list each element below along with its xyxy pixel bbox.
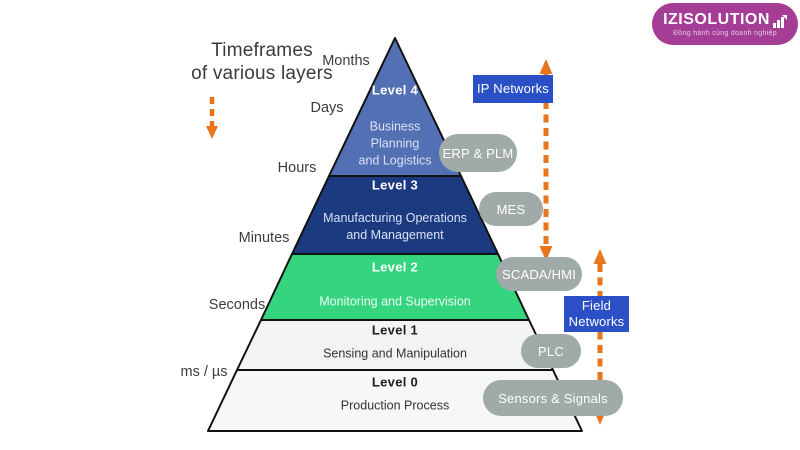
field-networks-box: Field Networks [564, 296, 629, 332]
level3-description: Manufacturing Operations and Management [323, 211, 467, 242]
logo-tagline: Đồng hành cùng doanh nghiệp [673, 29, 777, 37]
level1-name: Level 1 [371, 322, 419, 338]
timeframe-arrow [206, 97, 218, 139]
level0-name: Level 0 [371, 374, 419, 390]
time-label-months: Months [322, 53, 370, 69]
izisolution-logo: IZISOLUTION Đồng hành cùng doanh nghiệp [652, 3, 798, 45]
level0-description: Production Process [340, 398, 450, 413]
time-label-ms-us: ms / µs [180, 364, 228, 380]
ip-networks-box: IP Networks [473, 75, 553, 103]
time-label-days: Days [310, 100, 344, 116]
level4-description: Business Planning and Logistics [358, 119, 432, 168]
logo-bars-icon [772, 14, 787, 28]
erp-plm-pill: ERP & PLM [439, 134, 517, 172]
level4-name: Level 4 [371, 82, 419, 98]
diagram-title-line1: Timeframes [211, 40, 313, 61]
diagram-title: Timeframes of various layers [191, 39, 333, 85]
level3-name: Level 3 [371, 177, 419, 193]
level1-description: Sensing and Manipulation [323, 346, 467, 361]
plc-pill: PLC [521, 334, 581, 368]
level2-description: Monitoring and Supervision [319, 294, 471, 309]
time-label-hours: Hours [277, 160, 317, 176]
sensors-signals-pill: Sensors & Signals [483, 380, 623, 416]
mes-pill: MES [479, 192, 543, 226]
level2-name: Level 2 [371, 259, 419, 275]
logo-text: IZISOLUTION [663, 10, 770, 28]
diagram-title-line2: of various layers [191, 63, 333, 84]
time-label-minutes: Minutes [238, 230, 290, 246]
scada-hmi-pill: SCADA/HMI [496, 257, 582, 291]
time-label-seconds: Seconds [208, 297, 266, 313]
